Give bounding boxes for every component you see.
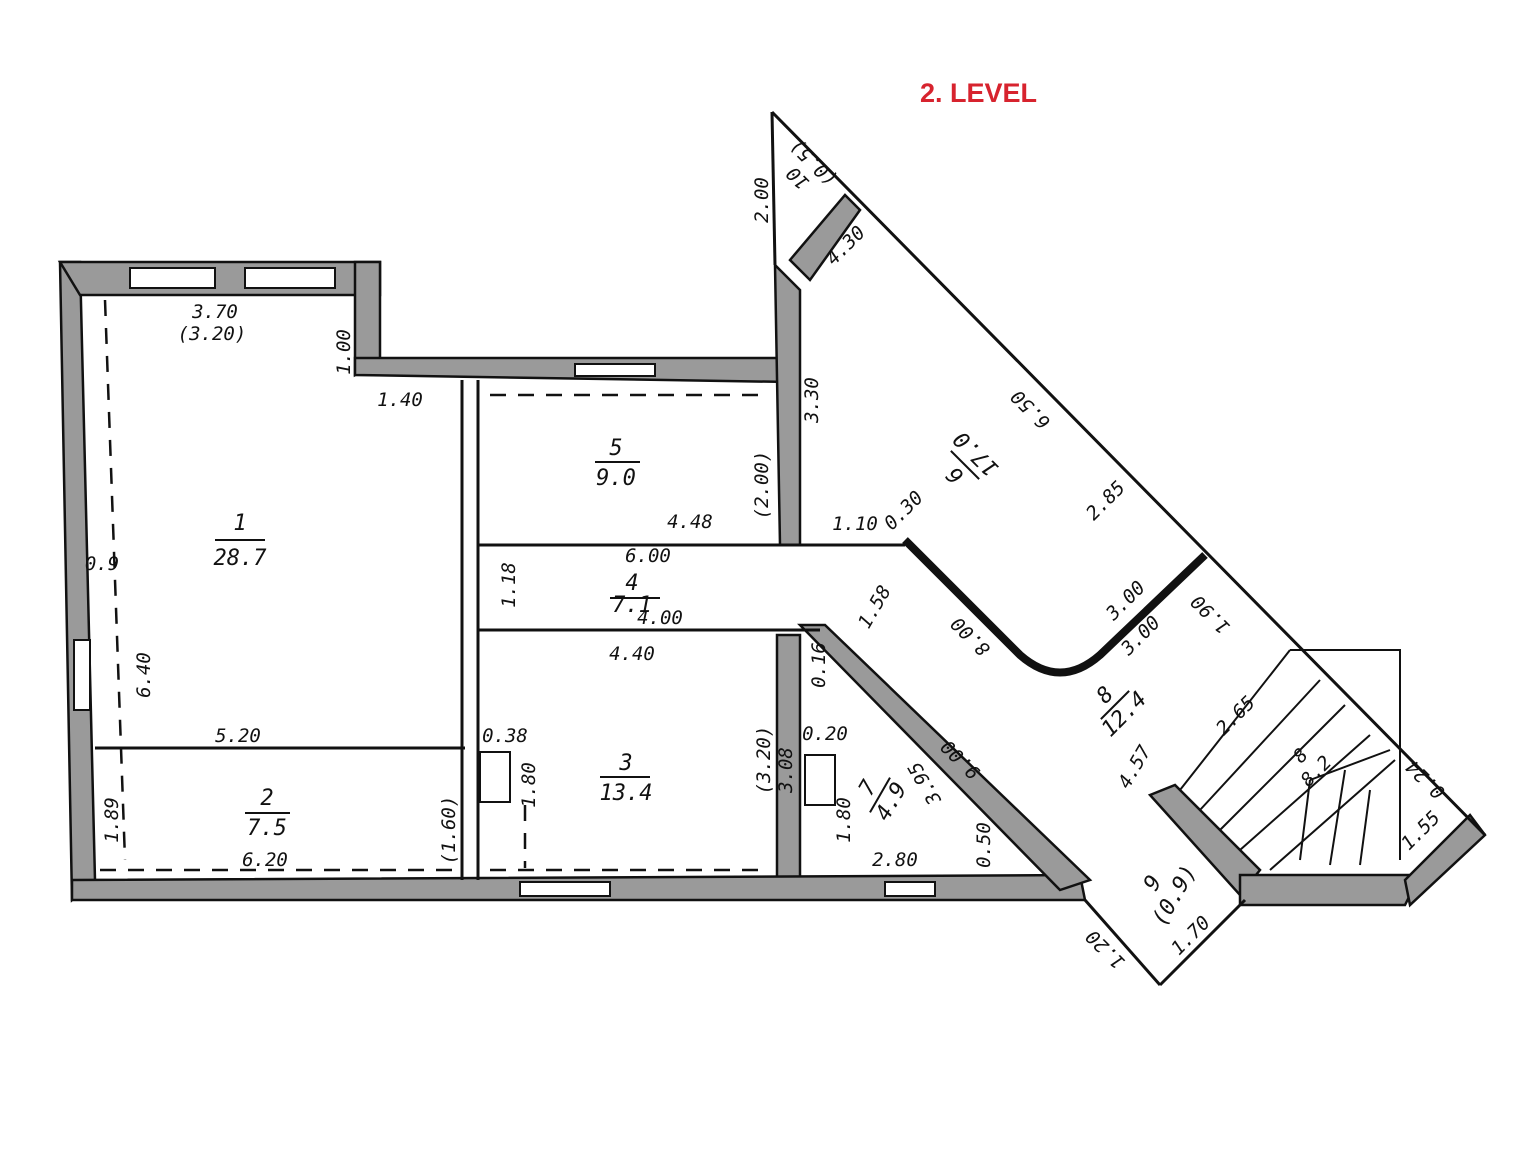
dimension-label: 6.20 xyxy=(242,849,288,871)
dimension-label: 4.00 xyxy=(637,607,683,629)
wall-top-room5 xyxy=(353,356,792,384)
window xyxy=(129,267,216,289)
room-2: 27.5 xyxy=(245,786,290,841)
dimension-label: 0.30 xyxy=(880,487,928,535)
room-10: 10(0.5) xyxy=(782,134,841,193)
dimension-label: (1.60) xyxy=(438,796,460,865)
wall-stair xyxy=(1147,783,1262,897)
room-5: 59.0 xyxy=(595,436,640,491)
window xyxy=(884,881,936,897)
wall-diagonal-outer xyxy=(770,110,1487,837)
dimension-label: 0.50 xyxy=(973,822,995,868)
dimension-label: 6.40 xyxy=(133,652,155,698)
dimension-label: 2.80 xyxy=(872,849,918,871)
dimension-label: 1.18 xyxy=(498,562,520,608)
curved-wall xyxy=(902,537,1208,677)
room-3: 313.4 xyxy=(600,751,653,806)
window xyxy=(73,639,91,711)
room9-side xyxy=(1083,899,1162,986)
dimension-label: 2.85 xyxy=(1082,477,1130,525)
room-label-text: 9.0 xyxy=(596,466,636,491)
dimension-label: 4.40 xyxy=(609,643,655,665)
room-7: 74.9 xyxy=(854,776,913,826)
dimension-label: 4.57 xyxy=(1114,741,1156,792)
window xyxy=(519,881,611,897)
dimension-label: (2.00) xyxy=(751,451,773,520)
floor-title: 2. LEVEL xyxy=(920,78,1038,108)
dimension-label: 1.00 xyxy=(333,329,355,375)
room-label-text: 4.9 xyxy=(871,778,913,825)
dimension-label: 1.80 xyxy=(833,797,855,843)
dimension-label: 3.30 xyxy=(801,377,823,424)
dimension-label: (3.20) xyxy=(753,726,775,795)
dimension-label: 1.58 xyxy=(854,582,896,633)
room-label-text: 7.1 xyxy=(612,593,652,618)
wall-left xyxy=(58,260,97,903)
room-label-text: 3 xyxy=(618,751,632,776)
room-label-text: 1 xyxy=(233,511,246,536)
dimension-label: 0.24 xyxy=(1402,755,1450,803)
dimension-label: 0.20 xyxy=(802,723,848,745)
dimension-label: 3.70 xyxy=(191,301,238,323)
dimension-label: 5.20 xyxy=(215,725,261,747)
staircase xyxy=(1179,649,1401,871)
dimension-label: 4.48 xyxy=(667,511,713,533)
room-8: 812.4 xyxy=(1092,682,1152,742)
wall-diagonal-inner xyxy=(797,623,1093,892)
room-label-text: 28.7 xyxy=(214,546,268,571)
dimension-label: 1.40 xyxy=(377,389,423,411)
room-label-text: 13.4 xyxy=(600,781,653,806)
walls xyxy=(57,110,1487,987)
wall-room10-left xyxy=(770,111,777,266)
dimension-label: 0.16 xyxy=(808,642,830,688)
wall-room10 xyxy=(788,193,862,282)
dimension-label: 0.9 xyxy=(85,553,119,575)
window xyxy=(244,267,336,289)
dimension-label: (3.20) xyxy=(178,323,247,345)
dimension-label: 1.89 xyxy=(101,797,123,843)
room-label-text: 7.5 xyxy=(247,816,287,841)
dimension-label: 1.80 xyxy=(518,762,540,808)
window xyxy=(574,363,656,377)
windows xyxy=(73,267,936,897)
room-label-text: 2 xyxy=(260,786,273,811)
room9-side-2 xyxy=(1158,898,1247,987)
dimension-label: 1.90 xyxy=(1187,590,1235,638)
wall-vertical-upper xyxy=(773,261,802,547)
room-stair: 88.2 xyxy=(1289,744,1336,791)
shaft-2 xyxy=(804,754,836,806)
room-6: 617.0 xyxy=(942,426,1004,488)
dimension-label: 2.00 xyxy=(751,177,773,223)
dimension-label: 3.08 xyxy=(775,747,797,794)
wall-stair-bottom xyxy=(1238,873,1423,907)
shaft-1 xyxy=(479,751,511,803)
room-1: 128.7 xyxy=(214,511,268,571)
dimension-label: 1.10 xyxy=(832,513,878,535)
dimension-label: 1.20 xyxy=(1082,925,1130,973)
dimension-label: 0.38 xyxy=(482,725,528,747)
room-label-text: 5 xyxy=(609,436,622,461)
dashed-lines xyxy=(100,299,770,872)
room-4: 47.1 xyxy=(610,571,660,618)
room-9: 9(0.9) xyxy=(1139,861,1202,931)
room-label-text: 4 xyxy=(625,571,638,596)
dimension-label: 6.00 xyxy=(625,545,671,567)
